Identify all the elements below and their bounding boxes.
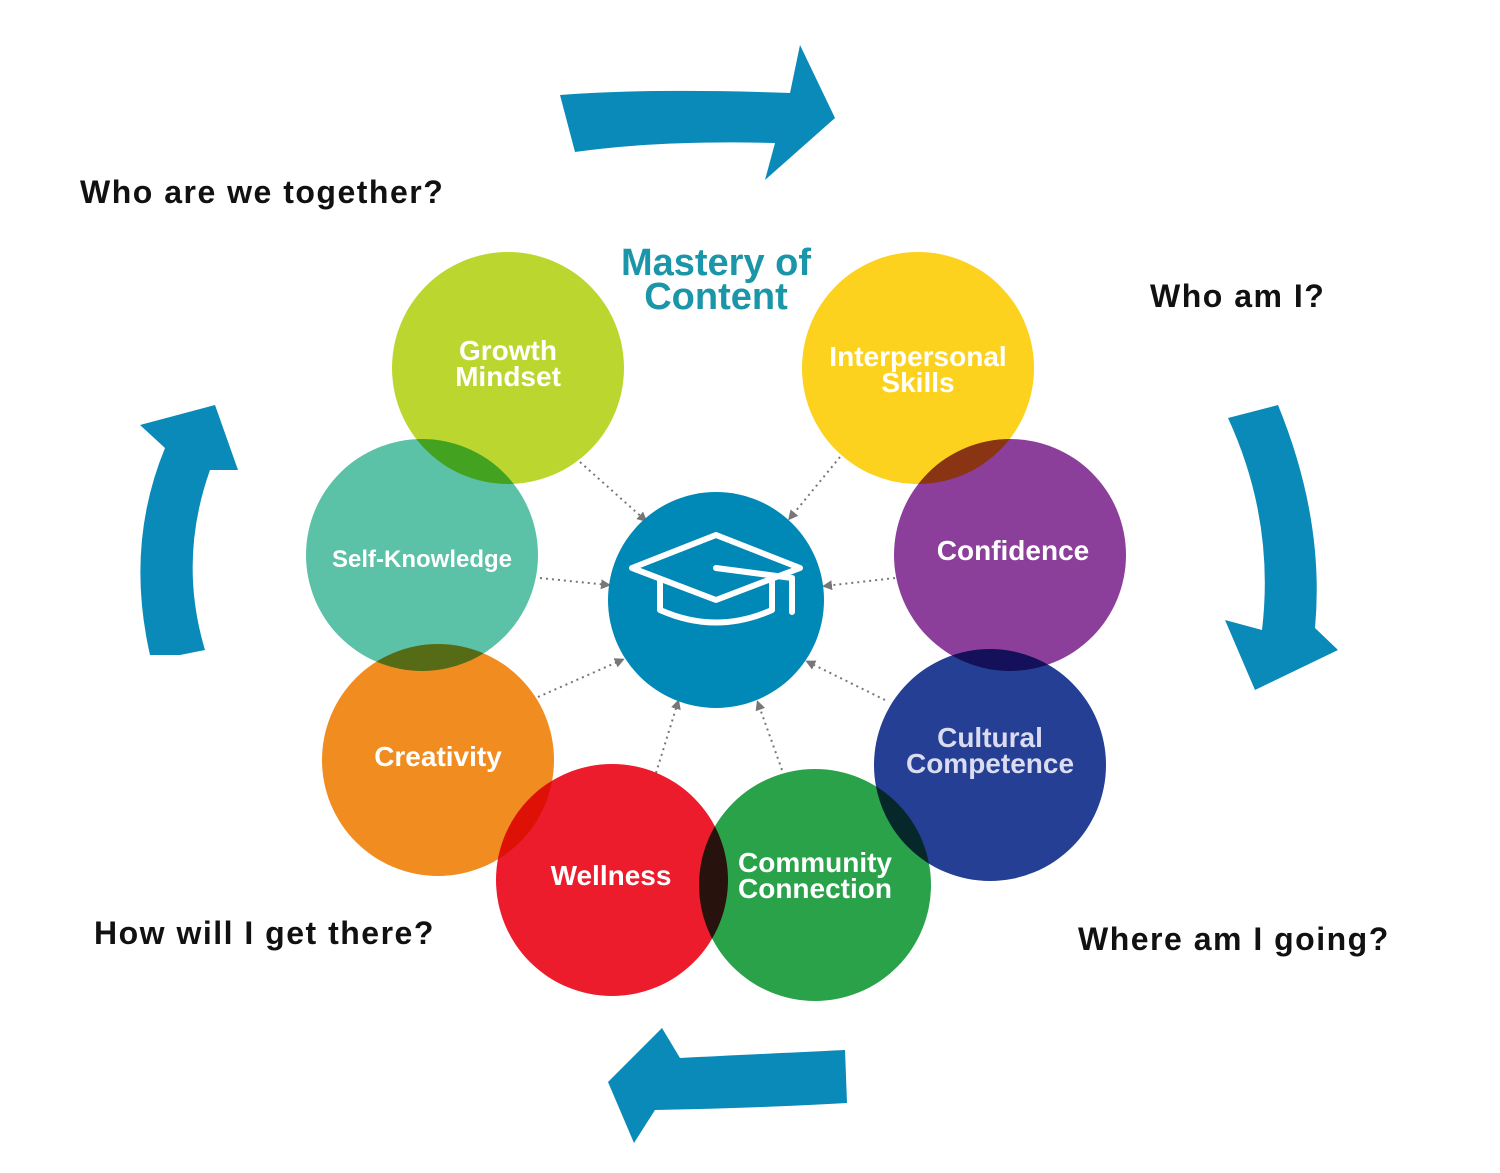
growth-mindset-circle xyxy=(392,252,624,484)
connector-growth-mindset xyxy=(579,461,648,522)
cultural-competence-circle xyxy=(874,649,1106,881)
community-connection-circle xyxy=(699,769,931,1001)
connector-wellness xyxy=(655,699,681,774)
confidence-circle xyxy=(894,439,1126,671)
confidence-label: Confidence xyxy=(936,535,1090,566)
connector-cultural-competence xyxy=(805,660,886,701)
creativity-label-line-1: Creativity xyxy=(374,741,502,772)
connector-community-connection xyxy=(755,700,783,771)
cycle-arrow-right xyxy=(1225,405,1338,690)
cultural-competence-label: Cultural Competence xyxy=(905,722,1075,779)
center-title: Mastery of Content xyxy=(596,242,836,318)
connector-creativity xyxy=(537,658,625,698)
creativity-circle xyxy=(322,644,554,876)
growth-mindset-label: Growth Mindset xyxy=(455,335,561,392)
center-title-line-1: Mastery of xyxy=(620,242,812,284)
wellness-label-line-1: Wellness xyxy=(550,860,672,891)
wellness-label: Wellness xyxy=(550,860,672,891)
community-connection-label-line-1: Community xyxy=(738,847,892,878)
question-top-right: Who am I? xyxy=(1150,278,1326,314)
circles-group xyxy=(306,252,1126,1001)
self-knowledge-label: Self-Knowledge xyxy=(332,547,512,573)
community-connection-label-line-2: Connection xyxy=(738,873,892,904)
graduation-cap-icon xyxy=(629,532,803,626)
self-knowledge-label-line-1: Self-Knowledge xyxy=(331,546,513,573)
wellness-circle xyxy=(496,764,728,996)
cycle-arrow-bottom xyxy=(608,1028,847,1143)
interpersonal-skills-circle xyxy=(802,252,1034,484)
cultural-competence-label-line-1: Cultural xyxy=(937,722,1043,753)
connectors xyxy=(537,456,896,774)
cultural-competence-label-line-2: Competence xyxy=(905,748,1075,779)
confidence-label-line-1: Confidence xyxy=(936,535,1090,566)
interpersonal-skills-label: Interpersonal Skills xyxy=(829,341,1007,398)
cycle-arrow-left xyxy=(140,405,238,655)
question-top-left: Who are we together? xyxy=(80,174,445,210)
question-bottom-left: How will I get there? xyxy=(94,915,435,951)
self-knowledge-circle xyxy=(306,439,538,671)
growth-mindset-label-line-2: Mindset xyxy=(455,361,561,392)
growth-mindset-label-line-1: Growth xyxy=(459,335,557,366)
connector-confidence xyxy=(822,577,896,591)
interpersonal-skills-label-line-2: Skills xyxy=(881,367,955,398)
creativity-label: Creativity xyxy=(374,741,502,772)
question-bottom-right: Where am I going? xyxy=(1078,921,1390,957)
connector-interpersonal-skills xyxy=(788,456,841,521)
community-connection-label: Community Connection xyxy=(738,847,892,904)
hub xyxy=(608,492,824,708)
connector-self-knowledge xyxy=(539,577,611,590)
center-title-line-2: Content xyxy=(644,276,788,318)
interpersonal-skills-label-line-1: Interpersonal xyxy=(829,341,1007,372)
cycle-arrow-top xyxy=(560,45,835,180)
